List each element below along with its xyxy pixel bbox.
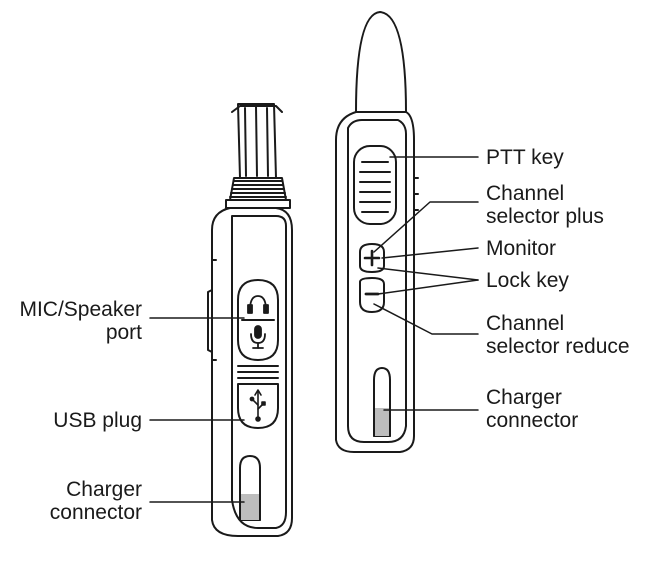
leader-monitor: [381, 247, 479, 259]
label-channel-plus: Channel selector plus: [486, 182, 604, 228]
mic-speaker-port: [237, 279, 279, 361]
label-mic-speaker: MIC/Speaker port: [19, 298, 142, 344]
channel-plus-button: [359, 243, 385, 273]
label-channel-plus-line1: Channel: [486, 182, 565, 205]
left-device: [207, 103, 293, 537]
label-monitor-text: Monitor: [486, 237, 557, 260]
leader-channel-plus: [373, 201, 479, 253]
label-monitor: Monitor: [486, 237, 556, 260]
label-mic-speaker-line1: MIC/Speaker: [19, 298, 142, 321]
microphone-icon: [250, 325, 266, 349]
label-charger-right: Charger connector: [486, 386, 578, 432]
label-lock-key-text: Lock key: [486, 269, 569, 292]
label-ptt-key: PTT key: [486, 146, 564, 169]
left-charger-connector: [239, 455, 261, 521]
left-separator-ridges: [237, 365, 279, 379]
label-charger-left-line2: connector: [49, 501, 142, 524]
label-mic-speaker-line2: port: [105, 321, 142, 344]
label-charger-right-line2: connector: [486, 409, 579, 432]
usb-plug: [237, 383, 279, 429]
leader-lines: [149, 156, 479, 503]
right-device: [335, 11, 419, 453]
label-charger-left-line1: Charger: [66, 478, 142, 501]
label-channel-reduce-line2: selector reduce: [486, 335, 630, 358]
label-charger-left: Charger connector: [50, 478, 142, 524]
leader-lock-key-b: [377, 279, 479, 295]
leader-channel-reduce: [373, 303, 479, 335]
right-antenna: [355, 11, 407, 113]
leader-lock-key-a: [377, 267, 479, 281]
channel-minus-button: [359, 277, 385, 313]
headphone-icon: [247, 295, 269, 314]
label-charger-right-line1: Charger: [486, 386, 562, 409]
ptt-key: [353, 145, 397, 225]
label-usb-plug: USB plug: [53, 409, 142, 432]
label-channel-plus-line2: selector plus: [486, 205, 604, 228]
plus-icon: [363, 249, 381, 267]
label-ptt-key-text: PTT key: [486, 146, 564, 169]
left-antenna: [225, 103, 291, 209]
label-channel-reduce-line1: Channel: [486, 312, 565, 335]
right-charger-connector: [373, 367, 391, 437]
label-channel-reduce: Channel selector reduce: [486, 312, 630, 358]
usb-icon: [249, 389, 266, 422]
label-usb-plug-text: USB plug: [53, 409, 142, 432]
label-lock-key: Lock key: [486, 269, 569, 292]
